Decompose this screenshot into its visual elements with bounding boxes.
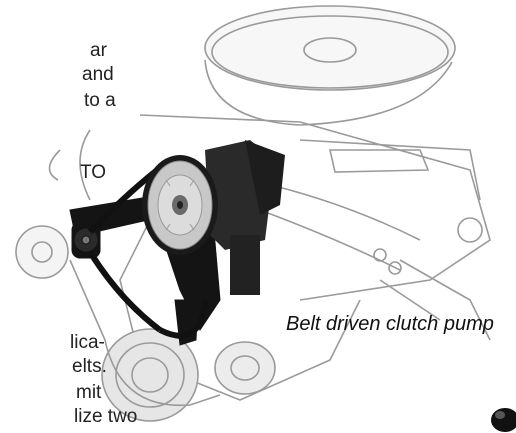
text-fragment-8: lize two [74, 406, 138, 427]
text-fragment-4: TO [80, 162, 107, 183]
text-fragment-5: lica- [70, 332, 105, 353]
clutch-pulley [142, 155, 218, 255]
clutch-pump-body [205, 140, 285, 295]
text-fragment-2: and [82, 64, 114, 85]
text-fragment-7: mit [76, 382, 102, 403]
text-fragment-3: to a [84, 90, 116, 111]
corner-object [491, 408, 516, 432]
text-fragment-6: elts. [72, 356, 107, 377]
text-fragment-1: ar [90, 40, 107, 61]
image-caption: Belt driven clutch pump [286, 313, 494, 335]
engine-line-drawing [15, 5, 491, 422]
